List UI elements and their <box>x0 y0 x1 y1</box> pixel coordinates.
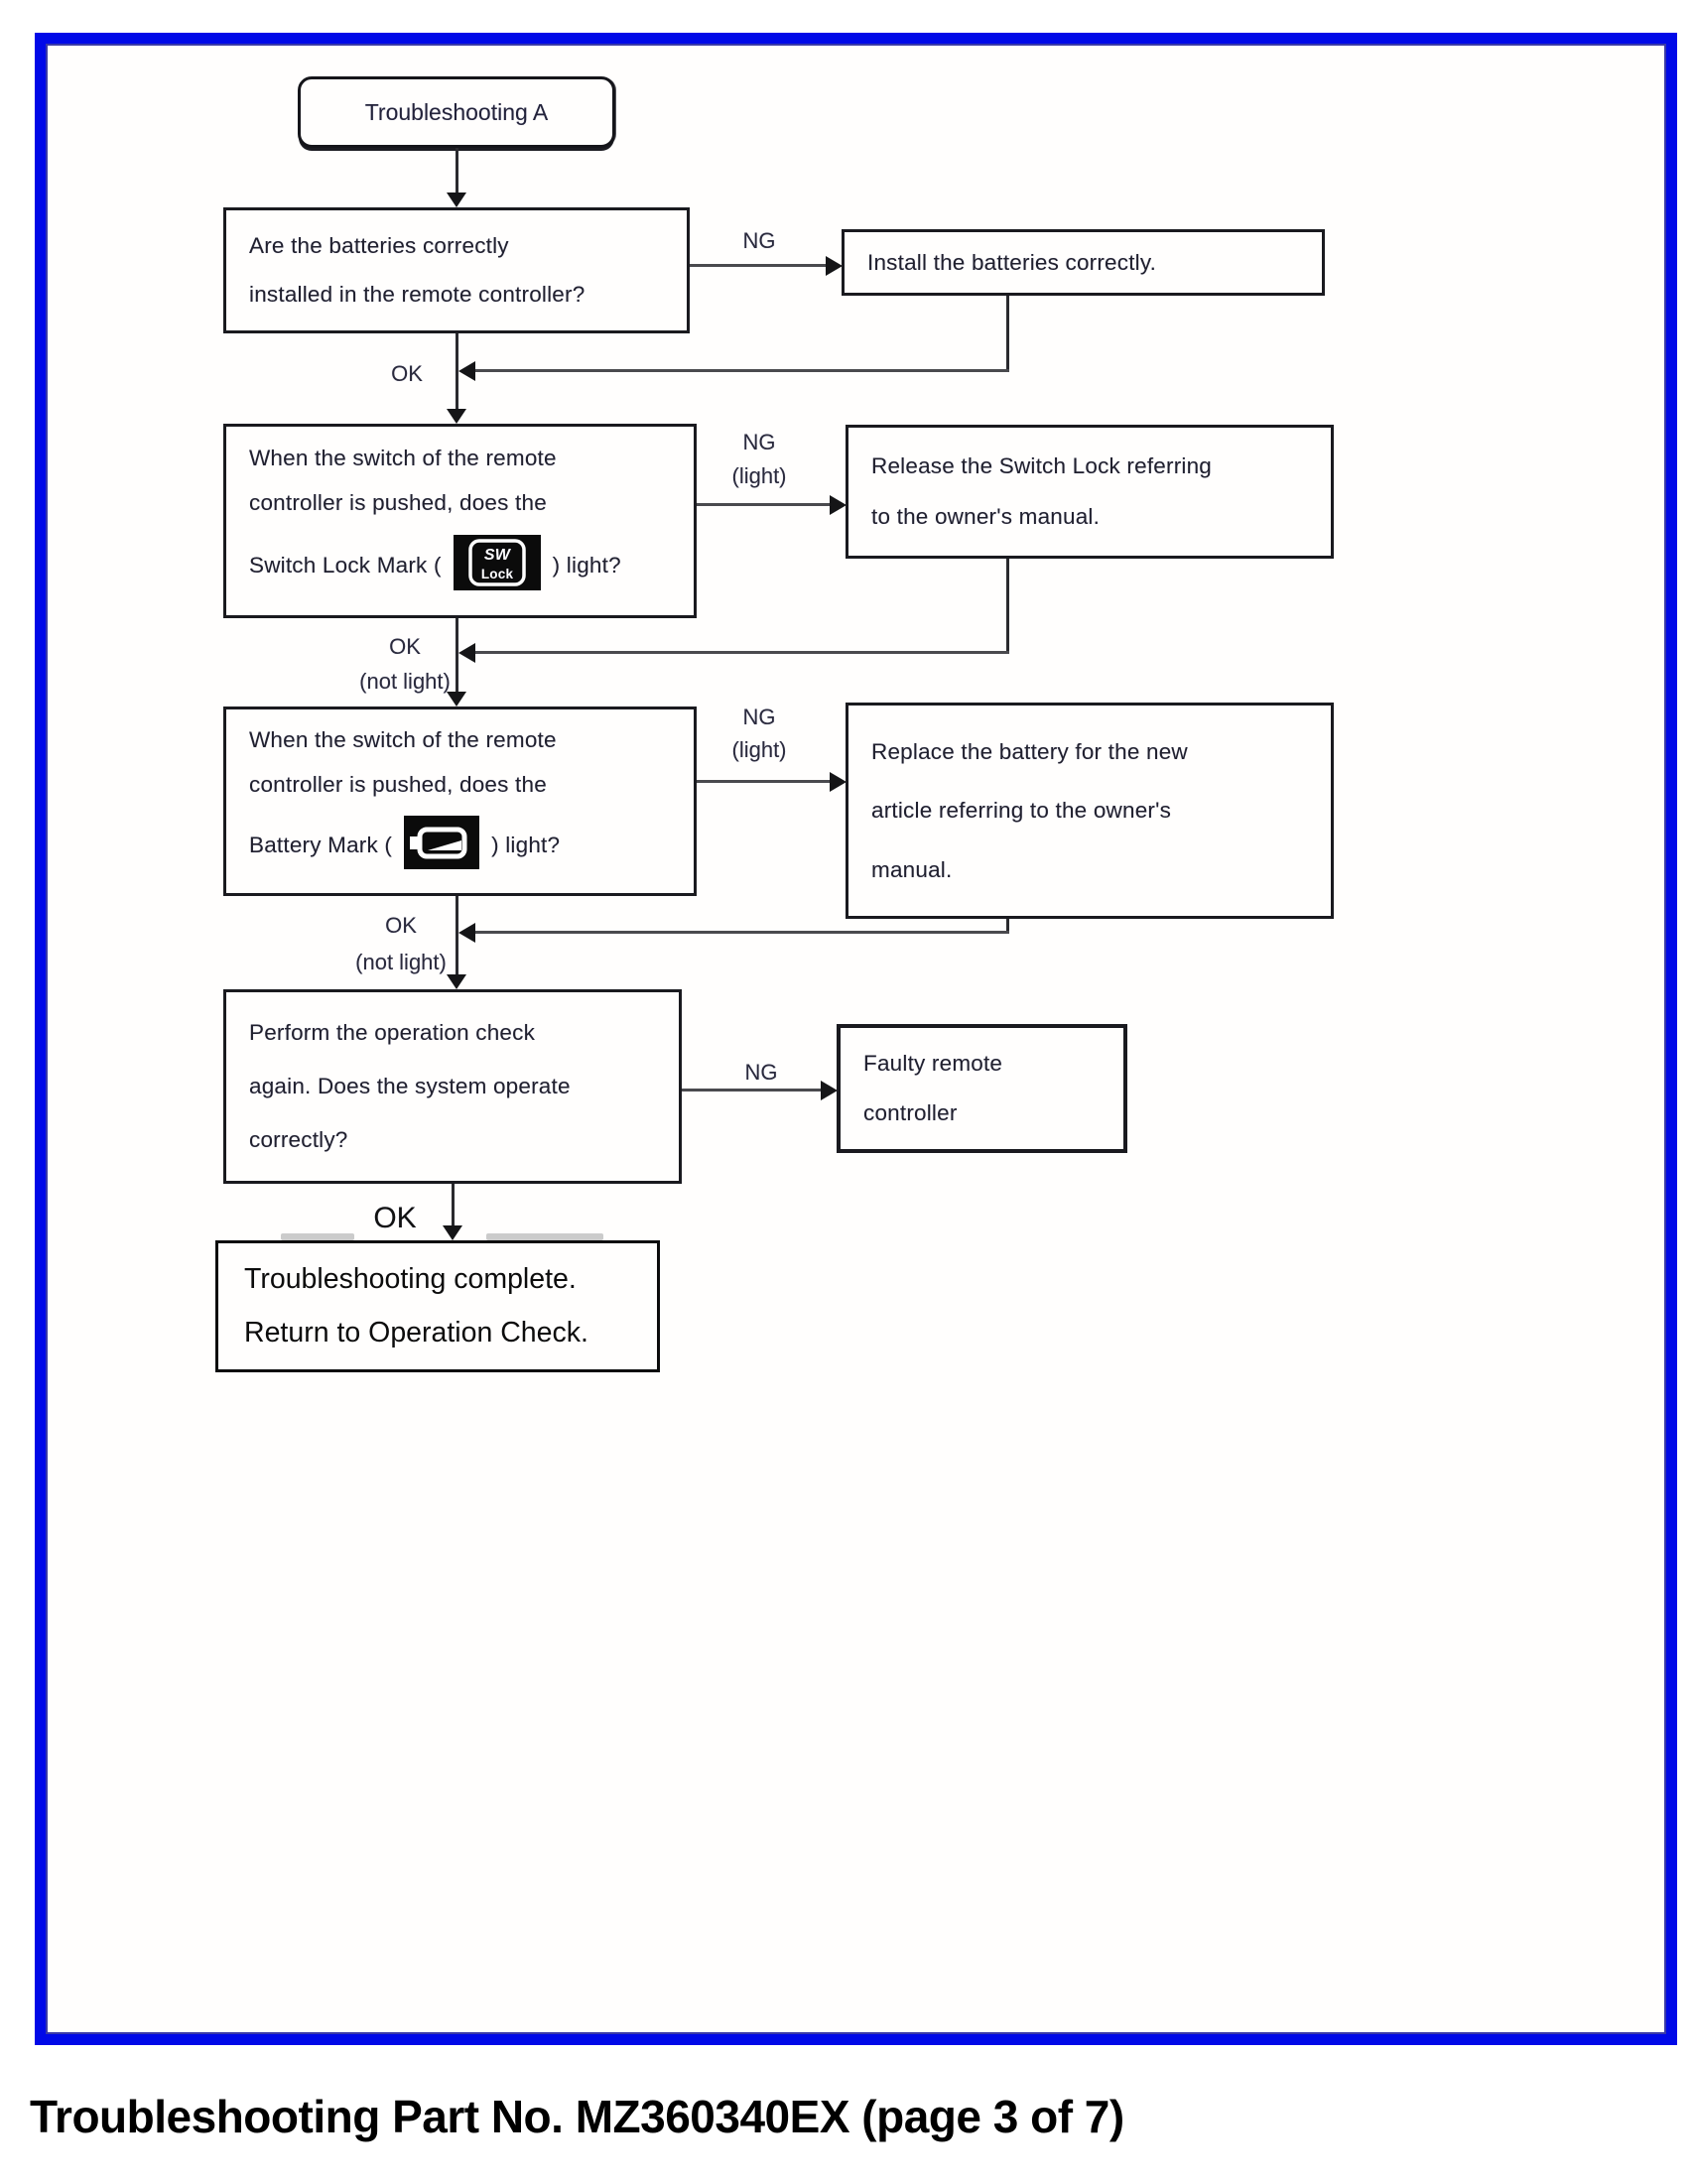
branch-label-ok: OK <box>385 913 417 938</box>
action-text-line: manual. <box>871 856 953 882</box>
question-text-line: correctly? <box>249 1127 348 1152</box>
action-node-release-switch-lock: Release the Switch Lock referring to the… <box>846 425 1334 559</box>
connector-q1-a1 <box>690 264 826 267</box>
question-node-operation-check: Perform the operation check again. Does … <box>223 989 682 1184</box>
end-text-line: Troubleshooting complete. <box>244 1263 577 1296</box>
action-text-line: article referring to the owner's <box>871 798 1172 823</box>
arrowhead-left-icon <box>458 923 475 943</box>
action-text-line: Replace the battery for the new <box>871 738 1188 764</box>
question-text-suffix: ) light? <box>491 832 561 857</box>
connector-q3-a3 <box>697 780 830 783</box>
start-node-label: Troubleshooting A <box>364 98 549 125</box>
arrowhead-down-icon <box>447 974 466 989</box>
connector-q4-a4 <box>682 1089 821 1092</box>
question-node-switch-lock: When the switch of the remote controller… <box>223 424 697 618</box>
question-node-battery-mark: When the switch of the remote controller… <box>223 707 697 896</box>
end-text-line: Return to Operation Check. <box>244 1316 588 1349</box>
arrowhead-left-icon <box>458 361 475 381</box>
connector-q1-q2 <box>456 333 458 411</box>
arrowhead-right-icon <box>830 495 847 515</box>
connector-q2-a2 <box>697 503 830 506</box>
question-text-line-with-icon: Switch Lock Mark ( SW Lock ) light? <box>226 535 694 596</box>
return-line-a2-horizontal <box>474 651 1009 654</box>
connector-start-q1 <box>456 148 458 195</box>
result-text-line: Faulty remote <box>863 1051 1003 1077</box>
question-text-suffix: ) light? <box>552 553 621 578</box>
end-node-troubleshooting-complete: Troubleshooting complete. Return to Oper… <box>215 1240 660 1372</box>
connector-q2-q3 <box>456 618 458 694</box>
arrowhead-down-icon <box>447 193 466 207</box>
question-text-line: Are the batteries correctly <box>249 233 509 258</box>
arrowhead-right-icon <box>830 772 847 792</box>
arrowhead-down-icon <box>443 1225 462 1240</box>
action-node-replace-battery: Replace the battery for the new article … <box>846 703 1334 919</box>
branch-label-ng: NG <box>744 1060 778 1085</box>
question-text-line: Perform the operation check <box>249 1020 536 1045</box>
action-text-line: to the owner's manual. <box>871 504 1101 530</box>
branch-label-light: (light) <box>731 737 787 762</box>
branch-label-ok: OK <box>373 1202 417 1234</box>
action-text-line: Install the batteries correctly. <box>867 249 1157 275</box>
arrowhead-left-icon <box>458 643 475 663</box>
question-node-batteries: Are the batteries correctly installed in… <box>223 207 690 333</box>
branch-label-ok: OK <box>389 634 421 659</box>
return-line-a2-vertical <box>1006 559 1009 653</box>
svg-text:Lock: Lock <box>481 567 514 581</box>
return-line-a3-horizontal <box>474 931 1009 934</box>
branch-label-ng: NG <box>742 228 776 253</box>
page-caption: Troubleshooting Part No. MZ360340EX (pag… <box>30 2091 1124 2142</box>
branch-label-ng: NG <box>742 430 776 454</box>
scan-artifact <box>486 1233 603 1240</box>
question-text-prefix: Battery Mark ( <box>249 832 393 857</box>
question-text-line-with-icon: Battery Mark ( ) light? <box>226 815 694 875</box>
branch-label-not-light: (not light) <box>355 950 447 974</box>
result-node-faulty-remote-controller: Faulty remote controller <box>837 1024 1127 1153</box>
question-text-line: controller is pushed, does the <box>249 771 547 797</box>
question-text-line: installed in the remote controller? <box>249 282 586 307</box>
connector-q4-end <box>452 1184 455 1227</box>
branch-label-not-light: (not light) <box>359 669 451 694</box>
action-text-line: Release the Switch Lock referring <box>871 452 1213 478</box>
svg-text:SW: SW <box>484 547 512 564</box>
return-line-a1-vertical <box>1006 296 1009 371</box>
scan-artifact <box>281 1233 354 1240</box>
question-text-line: again. Does the system operate <box>249 1074 571 1098</box>
battery-indicator-icon <box>404 815 480 875</box>
sw-lock-indicator-icon: SW Lock <box>453 535 541 596</box>
question-text-line: When the switch of the remote <box>249 446 557 470</box>
return-line-a1-horizontal <box>474 369 1009 372</box>
action-node-install-batteries: Install the batteries correctly. <box>842 229 1325 296</box>
start-node: Troubleshooting A <box>298 76 615 148</box>
return-line-a3-vertical <box>1006 919 1009 933</box>
result-text-line: controller <box>863 1099 958 1125</box>
arrowhead-right-icon <box>821 1081 838 1100</box>
arrowhead-down-icon <box>447 409 466 424</box>
question-text-prefix: Switch Lock Mark ( <box>249 553 442 578</box>
branch-label-ng: NG <box>742 705 776 729</box>
branch-label-light: (light) <box>731 463 787 488</box>
arrowhead-down-icon <box>447 692 466 707</box>
arrowhead-right-icon <box>826 256 843 276</box>
connector-q3-q4 <box>456 896 458 976</box>
question-text-line: When the switch of the remote <box>249 727 557 753</box>
branch-label-ok: OK <box>391 361 423 386</box>
question-text-line: controller is pushed, does the <box>249 490 547 515</box>
